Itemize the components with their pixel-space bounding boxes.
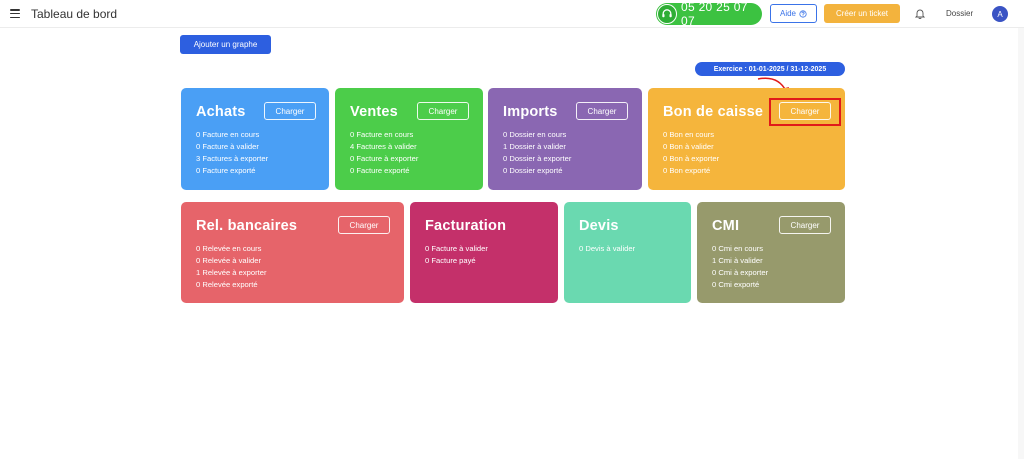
card-title: Rel. bancaires [196,218,298,234]
card-title: Imports [503,104,558,120]
card-stats: 0 Facture à valider 0 Facture payé [425,243,488,267]
phone-support-pill[interactable]: 05 20 25 07 07 [656,0,762,28]
card-stats: 0 Facture en cours 0 Facture à valider 3… [196,129,268,177]
card-title: Ventes [350,104,398,120]
menu-icon[interactable] [10,9,20,19]
stat-line: 0 Dossier à exporter [503,154,572,163]
avatar[interactable]: A [992,6,1008,22]
top-bar: Tableau de bord 05 20 25 07 07 Aide Crée… [0,0,1024,28]
card-stats: 0 Relevée en cours 0 Relevée à valider 1… [196,243,267,291]
stat-line: 0 Bon à valider [663,142,714,151]
card-title: Achats [196,104,246,120]
stat-line: 0 Devis à valider [579,244,636,253]
charger-button[interactable]: Charger [576,102,628,120]
card-rel-bancaires: Rel. bancaires Charger 0 Relevée en cour… [181,202,404,303]
dossier-menu[interactable]: Dossier [946,9,974,18]
stat-line: 0 Facture à valider [196,142,259,151]
page-title: Tableau de bord [31,7,118,21]
card-cmi: CMI Charger 0 Cmi en cours 1 Cmi à valid… [697,202,845,303]
card-devis: Devis 0 Devis à valider [564,202,691,303]
stat-line: 0 Dossier en cours [503,130,567,139]
charger-button[interactable]: Charger [779,216,831,234]
stat-line: 1 Relevée à exporter [196,268,267,277]
charger-button[interactable]: Charger [338,216,390,234]
stat-line: 0 Facture en cours [196,130,260,139]
charger-button[interactable]: Charger [264,102,316,120]
stat-line: 1 Cmi à valider [712,256,763,265]
card-facturation: Facturation 0 Facture à valider 0 Factur… [410,202,558,303]
create-ticket-button[interactable]: Créer un ticket [824,4,900,23]
stat-line: 0 Facture à valider [425,244,488,253]
card-bon-de-caisse: Bon de caisse Charger 0 Bon en cours 0 B… [648,88,845,190]
add-graph-button[interactable]: Ajouter un graphe [180,35,271,54]
charger-button[interactable]: Charger [417,102,469,120]
stat-line: 0 Cmi exporté [712,280,760,289]
card-achats: Achats Charger 0 Facture en cours 0 Fact… [181,88,329,190]
stat-line: 0 Facture exporté [196,166,256,175]
stat-line: 0 Facture exporté [350,166,410,175]
card-stats: 0 Devis à valider [579,243,635,255]
charger-button[interactable]: Charger [779,102,831,120]
stat-line: 0 Relevée en cours [196,244,262,253]
stat-line: 0 Dossier exporté [503,166,563,175]
stat-line: 0 Bon exporté [663,166,711,175]
stat-line: 0 Facture payé [425,256,476,265]
stat-line: 0 Cmi à exporter [712,268,769,277]
stat-line: 0 Relevée à valider [196,256,262,265]
stat-line: 0 Cmi en cours [712,244,764,253]
help-button[interactable]: Aide [770,4,817,23]
stat-line: 0 Bon en cours [663,130,715,139]
scrollbar[interactable] [1018,28,1024,459]
stat-line: 3 Factures à exporter [196,154,269,163]
stat-line: 0 Bon à exporter [663,154,720,163]
question-icon [799,9,807,18]
card-title: CMI [712,218,740,234]
card-stats: 0 Bon en cours 0 Bon à valider 0 Bon à e… [663,129,719,177]
stat-line: 0 Facture à exporter [350,154,419,163]
stat-line: 1 Dossier à valider [503,142,566,151]
bell-icon[interactable] [915,8,925,19]
exercice-badge[interactable]: Exercice : 01-01-2025 / 31-12-2025 [695,62,845,76]
stat-line: 0 Relevée exporté [196,280,258,289]
card-title: Facturation [425,218,507,234]
card-stats: 0 Dossier en cours 1 Dossier à valider 0… [503,129,571,177]
card-title: Devis [579,218,619,234]
card-stats: 0 Facture en cours 4 Factures à valider … [350,129,418,177]
card-imports: Imports Charger 0 Dossier en cours 1 Dos… [488,88,642,190]
card-stats: 0 Cmi en cours 1 Cmi à valider 0 Cmi à e… [712,243,768,291]
stat-line: 4 Factures à valider [350,142,417,151]
phone-number: 05 20 25 07 07 [681,0,748,28]
help-label: Aide [779,9,796,18]
card-title: Bon de caisse [663,104,764,120]
stat-line: 0 Facture en cours [350,130,414,139]
card-ventes: Ventes Charger 0 Facture en cours 4 Fact… [335,88,483,190]
headset-icon [657,4,677,24]
